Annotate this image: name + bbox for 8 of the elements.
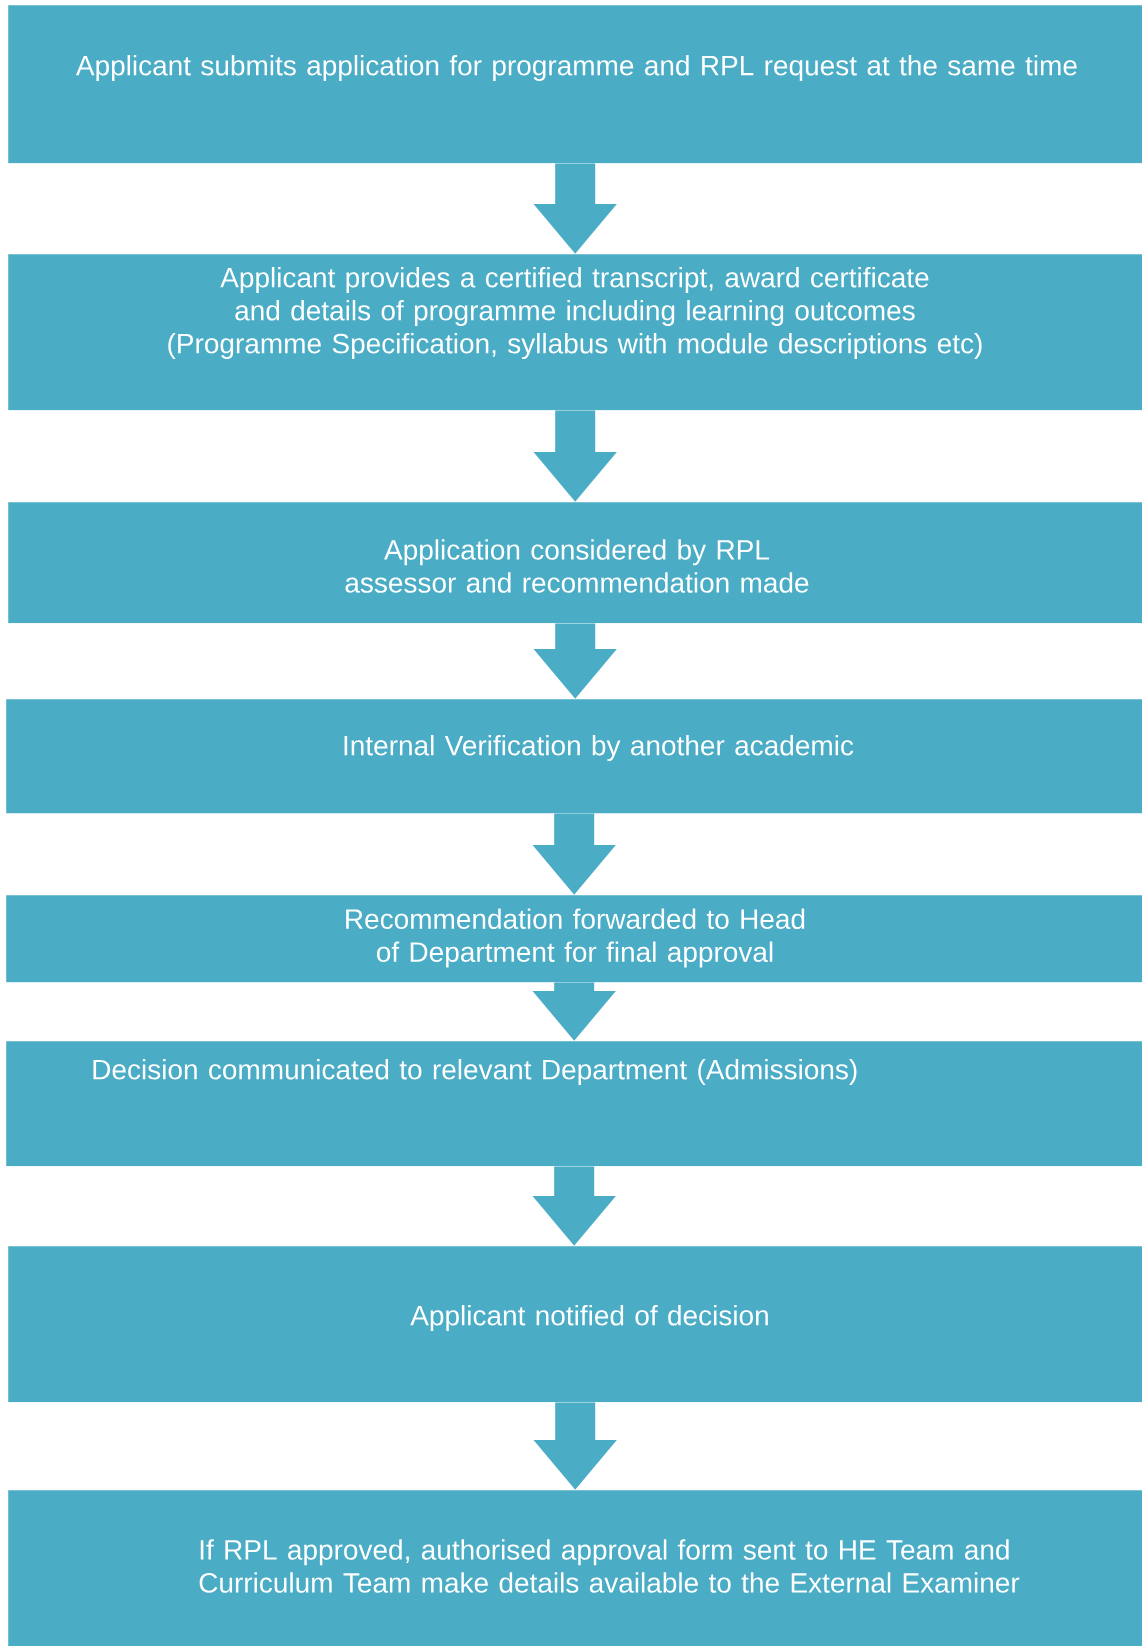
process-box: Decision communicated to relevant Department (Admissions) <box>6 1041 1142 1167</box>
process-box: Internal Verification by another academic <box>6 699 1142 814</box>
process-box: Applicant provides a certified transcript, award certificate and details of programme including learning outcomes (Programme Specification, syllabus with module descriptions etc) <box>8 254 1142 411</box>
process-box: If RPL approved, authorised approval form sent to HE Team and Curriculum Team make details available to the External Examiner <box>8 1490 1142 1646</box>
process-box: Applicant notified of decision <box>8 1246 1142 1403</box>
process-box: Application considered by RPL assessor and recommendation made <box>8 502 1142 624</box>
process-box: Applicant submits application for programme and RPL request at the same time <box>8 5 1142 164</box>
process-box: Recommendation forwarded to Head of Department for final approval <box>6 895 1142 983</box>
